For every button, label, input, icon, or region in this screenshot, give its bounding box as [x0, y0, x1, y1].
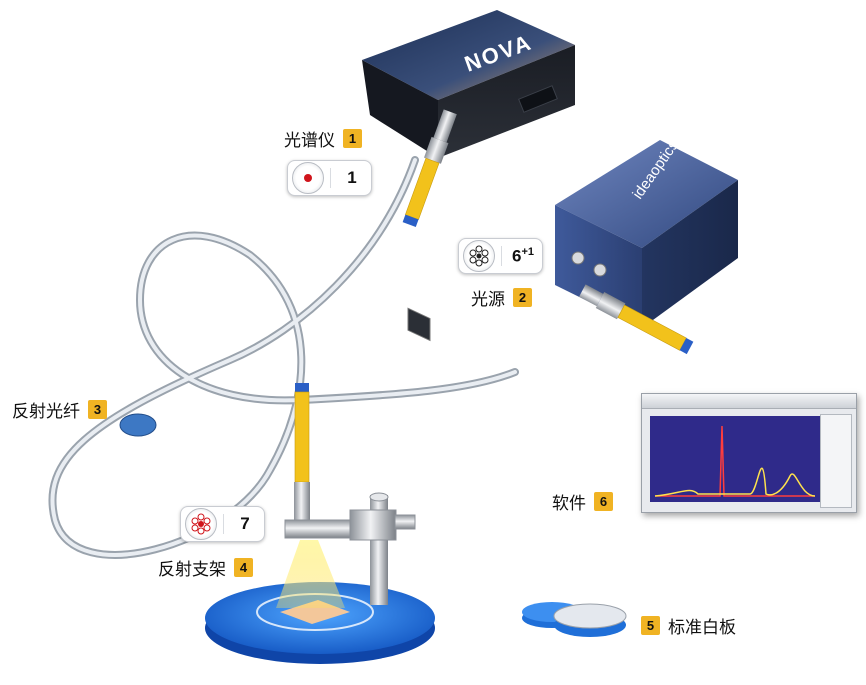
- index-badge: 3: [88, 400, 107, 419]
- index-badge: 2: [513, 288, 532, 307]
- light-source-knob-1: [571, 251, 585, 265]
- spectrum-red-line: [655, 425, 815, 497]
- fiber-count-value: 1: [330, 168, 365, 188]
- fiber-splitter: [119, 413, 157, 437]
- label-text: 光源: [471, 290, 505, 310]
- six-fiber-bundle-icon: [463, 240, 495, 272]
- holder-label: 反射支架 4: [158, 555, 253, 580]
- index-badge: 4: [234, 558, 253, 577]
- software-spectrum-plot: [650, 416, 820, 502]
- seven-fiber-bundle-icon: [185, 508, 217, 540]
- label-text: 软件: [552, 494, 586, 514]
- software-label: 软件 6: [552, 489, 613, 514]
- spectrometer-fan-icon: [407, 307, 431, 342]
- spectrometer-connector: [402, 109, 457, 227]
- fiber-count-holder: 7: [180, 506, 265, 542]
- light-source-knob-2: [593, 263, 607, 277]
- fiber-count-light-source: 6+1: [458, 238, 543, 274]
- reflection-probe: [294, 383, 310, 532]
- label-text: 反射光纤: [12, 402, 80, 422]
- software-side-panel: [820, 414, 852, 508]
- spectrometer-device: NOVA: [362, 10, 575, 342]
- fiber-count-value: 6+1: [501, 245, 536, 267]
- index-badge: 6: [594, 492, 613, 511]
- software-toolbar: [642, 394, 856, 409]
- standard-white-board: [522, 602, 627, 637]
- fiber-label: 反射光纤 3: [12, 397, 107, 422]
- reflection-platform: [205, 540, 435, 664]
- probe-holder-stand: [284, 492, 416, 605]
- label-text: 光谱仪: [284, 131, 335, 151]
- fiber-cable: [48, 156, 519, 559]
- index-badge: 1: [343, 129, 362, 148]
- fiber-count-spectrometer: 1: [287, 160, 372, 196]
- spectrometer-port: [518, 85, 558, 113]
- software-window: [641, 393, 857, 513]
- spectrometer-label: 光谱仪 1: [284, 126, 362, 151]
- light-source-label: 光源 2: [471, 285, 532, 310]
- spectrum-yellow-line: [654, 467, 816, 497]
- fiber-count-value: 7: [223, 514, 258, 534]
- single-fiber-icon: [292, 162, 324, 194]
- light-source-device: ideaoptics: [555, 137, 738, 328]
- light-source-connector: [579, 284, 694, 355]
- index-badge: 5: [641, 616, 660, 635]
- label-text: 反射支架: [158, 560, 226, 580]
- white-board-label: 5 标准白板: [641, 613, 736, 638]
- label-text: 标准白板: [668, 618, 736, 638]
